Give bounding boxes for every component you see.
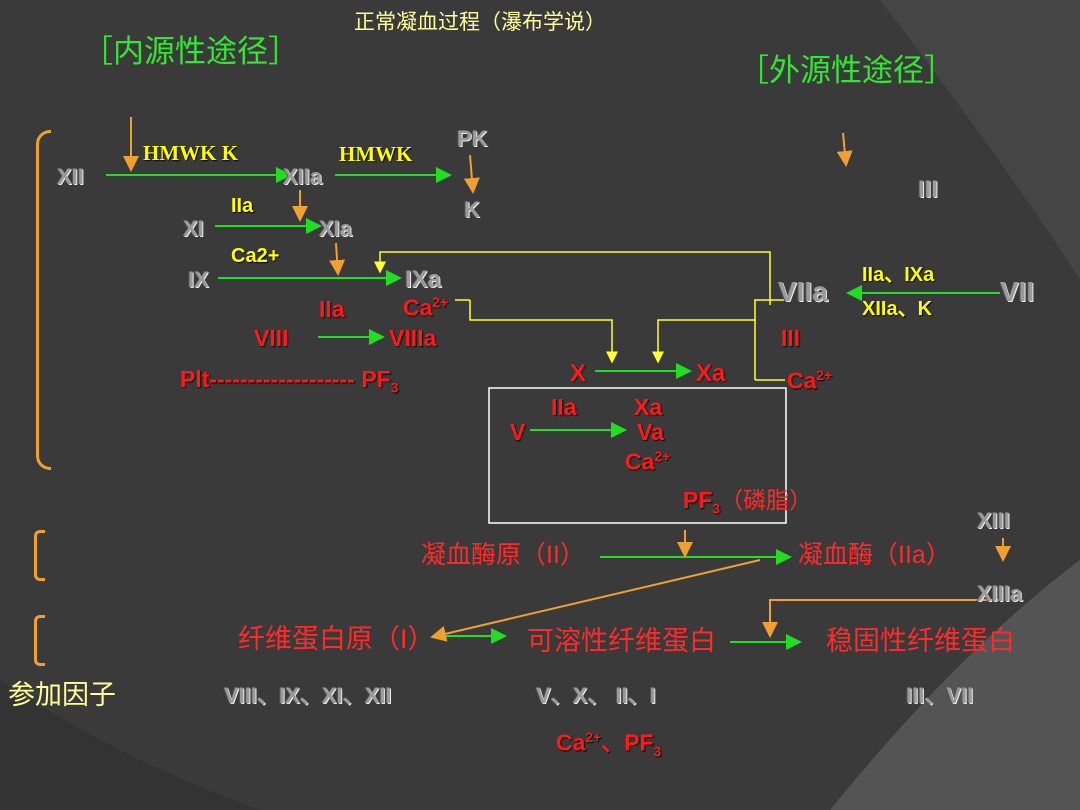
factor-xiiia: XIIIa xyxy=(977,581,1023,606)
extrinsic-pathway-label: ［外源性途径］ xyxy=(738,53,955,88)
factor-xiii: XIII xyxy=(977,508,1011,533)
pf-sub: 3 xyxy=(390,380,399,396)
factor-xa: Xa xyxy=(696,360,726,387)
cofactor-ca2-ix: Ca2+ xyxy=(231,245,280,267)
factors-group-3: III、VII xyxy=(906,683,974,708)
ca-charge: 2+ xyxy=(432,295,449,310)
platelet-pf3-line: Plt------------------- PF3 xyxy=(180,368,398,395)
factor-xiia: XIIa xyxy=(283,164,323,189)
fibrinogen: 纤维蛋白原（I） xyxy=(238,624,435,654)
ca-base: Ca xyxy=(625,448,655,475)
cofactor-iia-viii: IIa xyxy=(319,296,345,322)
thrombin: 凝血酶（IIa） xyxy=(798,541,951,569)
cofactor-hmwk-k: HMWK K xyxy=(143,141,239,165)
arrow-thrombin-fibrinogen xyxy=(430,559,761,642)
pf-base: PF xyxy=(361,366,391,392)
factor-k: K xyxy=(464,197,480,222)
factor-xii: XII xyxy=(57,164,84,189)
ca-base: Ca xyxy=(556,729,586,756)
pf-base: PF xyxy=(683,487,713,513)
slide-title: 正常凝血过程（瀑布学说） xyxy=(354,11,606,34)
factor-x: X xyxy=(570,360,587,387)
soluble-fibrin: 可溶性纤维蛋白 xyxy=(527,626,716,656)
factor-vii: VII xyxy=(1000,276,1035,307)
pf3-phospholipid: PF3（磷脂） xyxy=(683,489,812,516)
factor-viia: VIIa xyxy=(778,276,828,307)
arrow-pk-k xyxy=(463,154,480,194)
connector-viia-ix xyxy=(374,251,771,305)
prothrombin: 凝血酶原（II） xyxy=(421,541,585,569)
bracket-stage2 xyxy=(34,530,45,581)
separator: 、 xyxy=(601,729,625,756)
ca-charge: 2+ xyxy=(816,368,833,383)
ca-charge: 2+ xyxy=(654,449,671,464)
ca-base: Ca xyxy=(403,294,433,321)
ca-charge: 2+ xyxy=(585,730,602,745)
bracket-stage1 xyxy=(36,130,51,470)
factor-ixa: IXa xyxy=(405,266,442,293)
participating-factors-label: 参加因子 xyxy=(8,680,116,710)
factors-group-1: VIII、IX、XI、XII xyxy=(224,683,392,708)
cofactor-ca-viii: Ca2+ xyxy=(403,296,448,320)
factor-iii-top: III xyxy=(918,176,939,203)
cofactor-hmwk: HMWK xyxy=(339,142,413,166)
factors-ca-pf3: Ca2+、PF3 xyxy=(556,731,661,759)
factor-iii: III xyxy=(781,325,801,351)
phospholipid-label: （磷脂） xyxy=(720,487,813,513)
cofactor-iia-ixa: IIa、IXa xyxy=(862,264,935,286)
factors-group-2: V、X、 II、I xyxy=(536,683,656,708)
factor-ix: IX xyxy=(188,267,209,292)
factor-viii: VIII xyxy=(254,325,289,351)
connector-extrinsic-x xyxy=(652,299,785,364)
prothrombinase-box xyxy=(488,387,787,524)
stable-fibrin: 稳固性纤维蛋白 xyxy=(826,626,1015,656)
plt-label: Plt------------------- xyxy=(180,366,355,392)
cofactor-iia-xi: IIa xyxy=(231,195,254,217)
cofactor-iia-v: IIa xyxy=(551,394,577,420)
intrinsic-pathway-label: ［内源性途径］ xyxy=(82,34,299,69)
connector-intrinsic-x xyxy=(469,300,618,364)
ca-base: Ca xyxy=(787,367,817,394)
cofactor-ca-common: Ca2+ xyxy=(625,450,670,474)
factor-v: V xyxy=(510,419,526,445)
pf-base: PF xyxy=(624,729,654,756)
bracket-stage3 xyxy=(34,615,45,666)
factor-viiia: VIIIa xyxy=(389,325,437,351)
cofactor-xa-v: Xa xyxy=(634,394,663,420)
factor-va: Va xyxy=(637,419,664,445)
pf-sub: 3 xyxy=(712,501,721,517)
factor-xia: XIa xyxy=(319,216,353,241)
arrow-tissue-damage xyxy=(836,132,853,167)
arrow-xia-ix xyxy=(329,242,346,276)
cofactor-ca-extrinsic: Ca2+ xyxy=(787,369,832,393)
arrow-xiiia-stable xyxy=(762,599,1000,638)
cofactor-xiia-k: XIIa、K xyxy=(862,298,933,320)
factor-pk: PK xyxy=(457,126,488,151)
factor-xi: XI xyxy=(183,216,204,241)
pf-sub: 3 xyxy=(653,744,662,760)
